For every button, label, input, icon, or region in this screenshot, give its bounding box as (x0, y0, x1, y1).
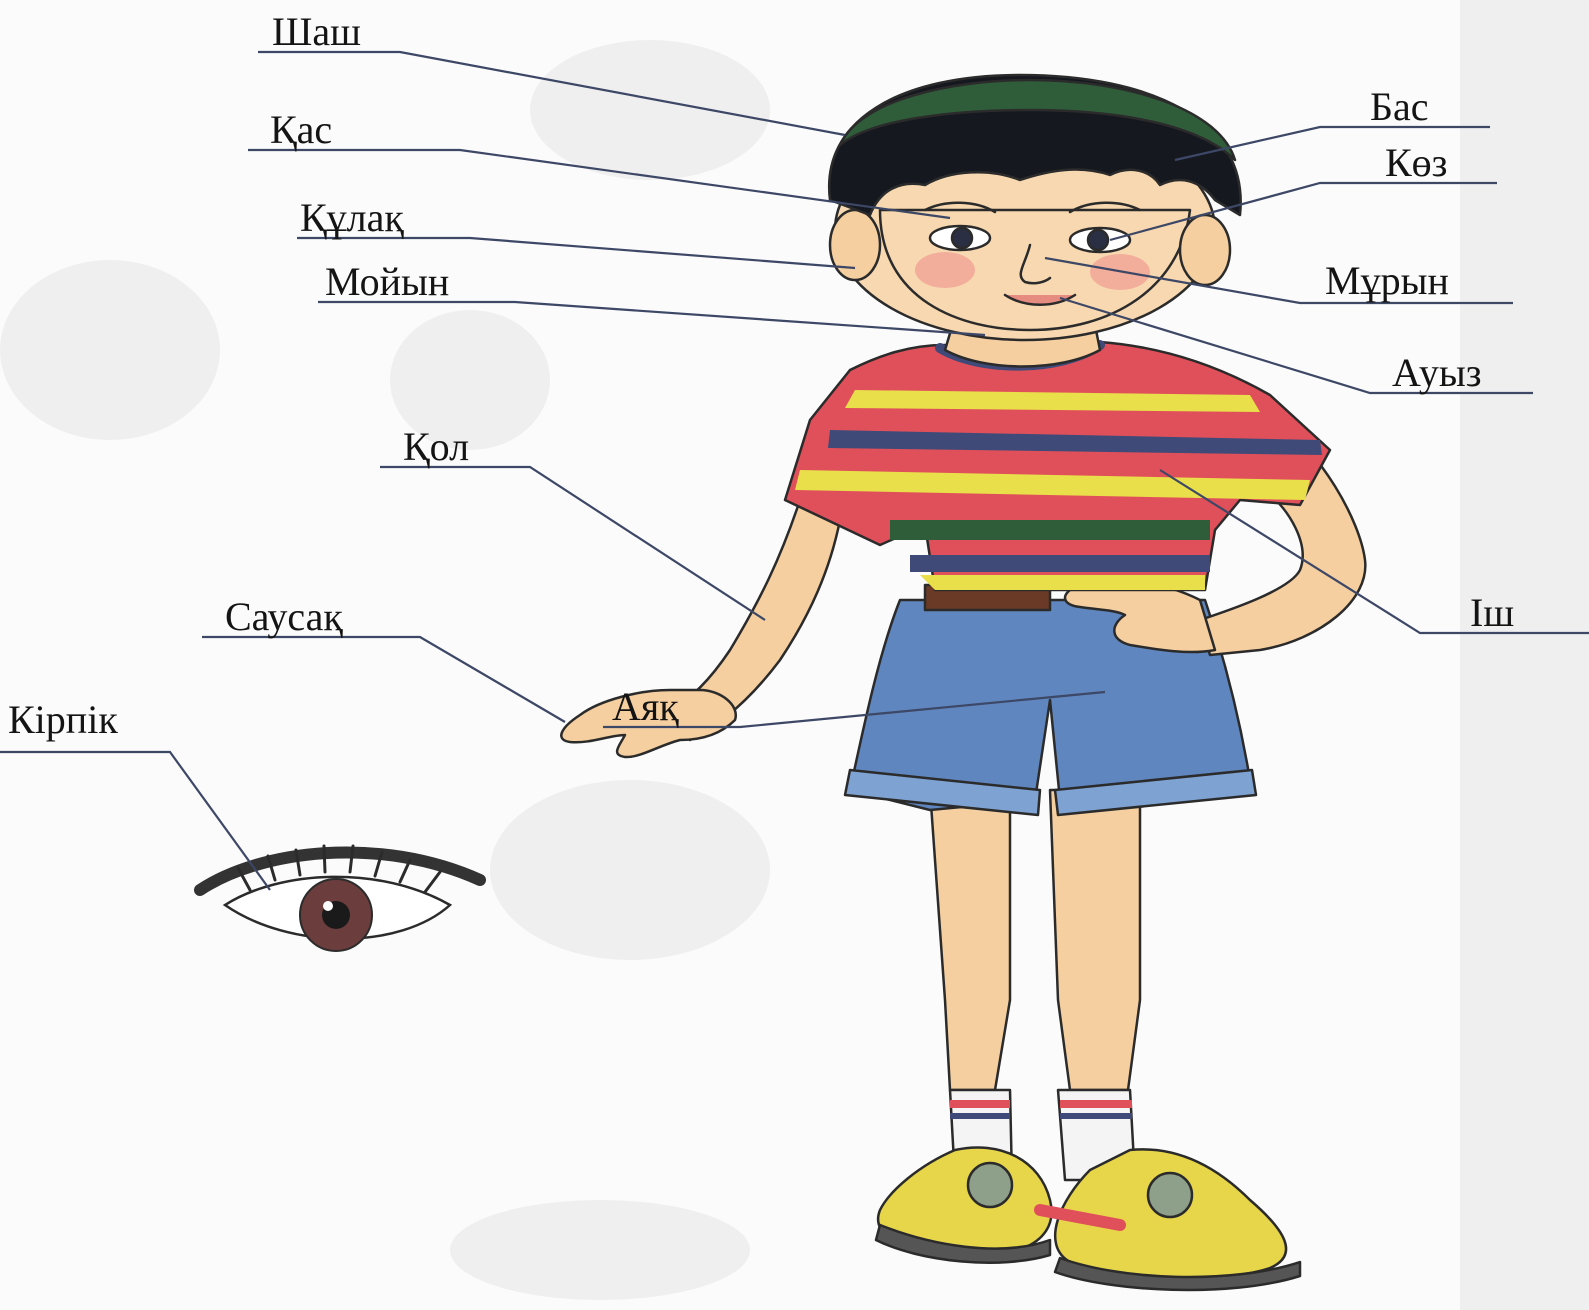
leader-arm (380, 467, 765, 620)
label-eyelash: Кірпік (8, 700, 118, 740)
label-head: Бас (1370, 87, 1428, 127)
label-belly: Іш (1470, 593, 1514, 633)
left-ear (830, 210, 880, 280)
right-leg (1050, 790, 1140, 1090)
eye-closeup (200, 846, 480, 951)
right-ear (1180, 215, 1230, 285)
leader-finger (202, 637, 565, 722)
label-mouth: Ауыз (1392, 353, 1482, 393)
label-eyebrow: Қас (270, 110, 332, 150)
label-leg: Аяқ (612, 687, 679, 727)
label-nose: Мұрын (1325, 261, 1449, 301)
label-hair: Шаш (272, 12, 361, 52)
label-arm: Қол (403, 427, 469, 467)
left-leg (930, 790, 1010, 1090)
label-ear: Құлақ (300, 198, 404, 238)
label-finger: Саусақ (225, 597, 343, 637)
label-neck: Мойын (325, 262, 449, 302)
striped-shirt (785, 342, 1330, 590)
label-eye: Көз (1385, 143, 1447, 183)
boy-figure (561, 75, 1365, 1290)
